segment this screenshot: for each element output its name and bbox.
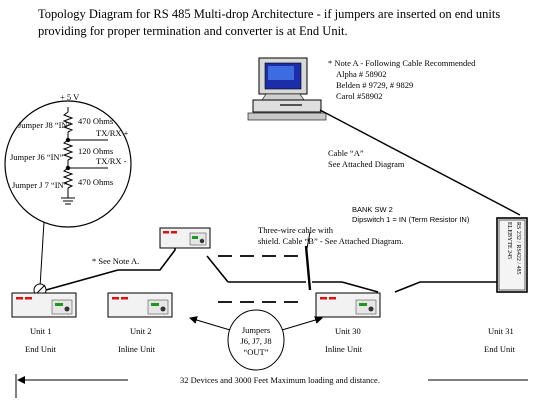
jumper-j6-label: Jumper J6 “IN” [10, 152, 64, 162]
note-a: * Note A - Following Cable Recommended A… [328, 58, 475, 102]
unit-31-role: End Unit [484, 344, 516, 354]
unit-1-role: End Unit [25, 344, 57, 354]
see-note-a: * See Note A. [92, 256, 140, 266]
resistor-r3-label: 470 Ohms [78, 177, 113, 187]
bank-sw-line-1: BANK SW 2 [352, 205, 393, 214]
device-unit-1 [11, 292, 77, 318]
three-wire-label: Three-wire cable with shield. Cable “B” … [258, 225, 403, 247]
unit-31-name: Unit 31 [488, 326, 514, 336]
diagram-title: Topology Diagram for RS 485 Multi-drop A… [38, 7, 501, 38]
cable-a-line [319, 109, 521, 216]
device-floating [159, 227, 211, 249]
three-wire-line-2: shield. Cable “B” - See Attached Diagram… [258, 236, 404, 246]
footer-caption: 32 Devices and 3000 Feet Maximum loading… [180, 375, 380, 385]
note-a-line-3: Carol #58902 [336, 91, 383, 101]
jumpers-line1: Jumpers [242, 325, 270, 335]
device-unit-30 [315, 292, 381, 318]
jumpers-line3: “OUT” [243, 347, 268, 357]
voltage-label: + 5 V [60, 92, 80, 102]
jumper-j8-label: Jumper J8 “IN” [18, 120, 72, 130]
cable-a-line-1: Cable “A” [328, 148, 364, 158]
note-a-heading: * Note A - Following Cable Recommended [328, 58, 476, 68]
resistor-r1-label: 470 Ohms [78, 116, 113, 126]
three-wire-line-1: Three-wire cable with [258, 225, 334, 235]
note-a-line-2: Belden # 9729, # 9829 [336, 80, 414, 90]
unit-1-name: Unit 1 [30, 326, 52, 336]
unit-2-name: Unit 2 [130, 326, 152, 336]
computer-icon [247, 57, 327, 121]
unit-2-role: Inline Unit [118, 344, 156, 354]
txrx-minus-label: TX/RX - [96, 156, 127, 166]
converter-box [496, 217, 528, 293]
unit-30-name: Unit 30 [335, 326, 361, 336]
device-unit-2 [107, 292, 173, 318]
shield-marker [304, 245, 312, 291]
unit-30-role: Inline Unit [325, 344, 363, 354]
cable-a-line-2: See Attached Diagram [328, 159, 405, 169]
bank-sw-label: BANK SW 2 Dipswitch 1 = IN (Term Resisto… [352, 205, 469, 225]
jumpers-bubble [227, 309, 285, 371]
cable-a-label: Cable “A” See Attached Diagram [328, 148, 404, 170]
note-a-line-1: Alpha # 58902 [336, 69, 387, 79]
txrx-plus-label: TX/RX + [96, 128, 129, 138]
circuit-schematic [61, 107, 108, 205]
jumper-j7-label: Jumper J 7 “IN” [12, 180, 68, 190]
resistor-r2-label: 120 Ohms [78, 146, 113, 156]
converter-label-2: RS 232 / RS422 / 485 [515, 222, 521, 275]
rs485-bus [45, 245, 497, 293]
jumpers-line2: J6, J7, J8 [240, 336, 271, 346]
converter-label-1: ELEBYTE 245 [506, 222, 512, 259]
bank-sw-line-2: Dipswitch 1 = IN (Term Resistor IN) [352, 215, 470, 224]
termination-detail-circle [4, 100, 132, 228]
